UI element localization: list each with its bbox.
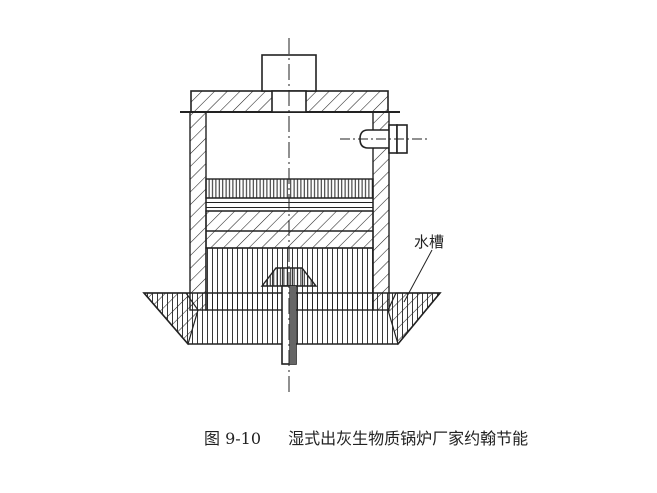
water-tank-sloped-wall-right	[387, 292, 442, 346]
figure-caption: 图 9-10 湿式出灰生物质锅炉厂家约翰节能	[204, 425, 528, 449]
figure-number: 图 9-10	[204, 429, 262, 448]
water-tank-leader	[403, 249, 433, 303]
shaft-shade	[289, 286, 296, 364]
figure-title: 湿式出灰生物质锅炉厂家约翰节能	[288, 429, 529, 448]
shell-wall-left	[189, 111, 207, 311]
water-tank-label: 水槽	[414, 233, 445, 251]
